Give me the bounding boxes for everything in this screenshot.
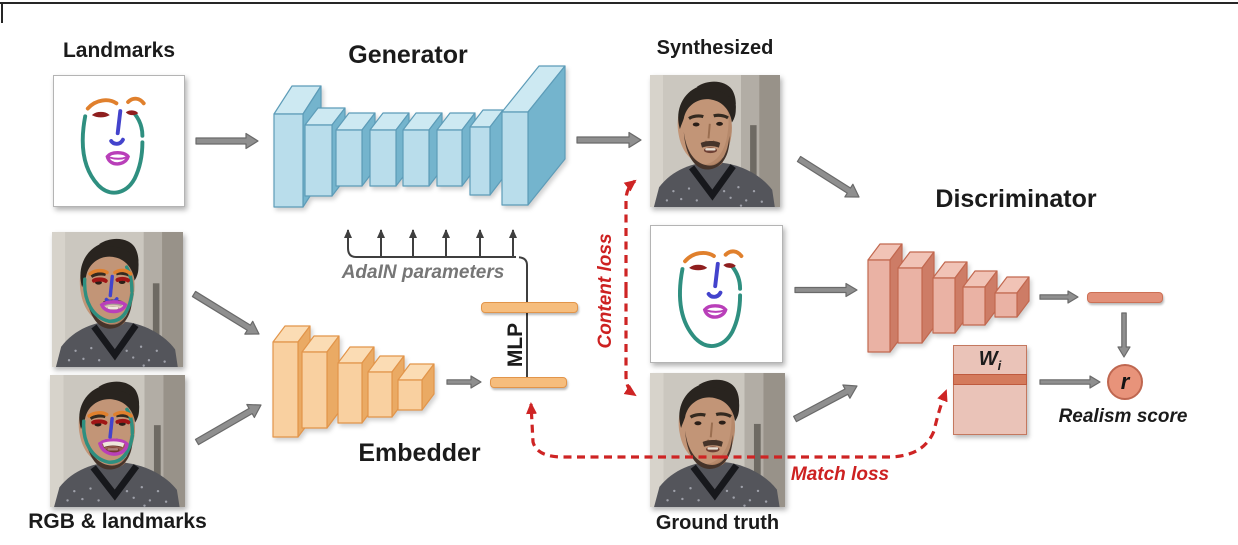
realism-score-node: r bbox=[1107, 364, 1143, 400]
embedder-label: Embedder bbox=[358, 439, 481, 467]
synthesized-label: Synthesized bbox=[656, 37, 774, 59]
r-symbol: r bbox=[1120, 369, 1130, 394]
generator-network-blocks bbox=[273, 65, 566, 208]
discriminator-network-blocks bbox=[867, 243, 1030, 353]
discriminator-label: Discriminator bbox=[935, 185, 1097, 213]
synthesized-image bbox=[650, 75, 780, 207]
content-loss-arrow-up bbox=[623, 179, 637, 290]
rgb-landmarks-label: RGB & landmarks bbox=[28, 510, 207, 533]
ground-truth-image bbox=[650, 373, 785, 507]
mlp-to-adain-line bbox=[518, 256, 528, 303]
generator-label: Generator bbox=[348, 41, 468, 69]
adain-vector-bar bbox=[481, 302, 578, 313]
projection-matrix-box: Wi bbox=[953, 345, 1027, 435]
landmarks-label: Landmarks bbox=[62, 39, 176, 62]
ground-truth-label: Ground truth bbox=[655, 512, 780, 534]
adain-parameters-label: AdaIN parameters bbox=[341, 262, 505, 283]
content-loss-label: Content loss bbox=[595, 233, 616, 349]
source-photo-1 bbox=[52, 232, 183, 367]
content-loss-arrow-down bbox=[623, 290, 637, 397]
embedder-network-blocks bbox=[272, 325, 435, 438]
discriminator-output-bar bbox=[1087, 292, 1163, 303]
realism-score-label: Realism score bbox=[1058, 406, 1188, 427]
w-i-label: Wi bbox=[978, 348, 1002, 373]
landmarks-sketch-image bbox=[53, 75, 185, 207]
matrix-column-stripe bbox=[953, 374, 1027, 385]
source-photo-2 bbox=[50, 375, 185, 507]
match-loss-label: Match loss bbox=[790, 464, 890, 485]
frame-left-line bbox=[1, 2, 3, 23]
mlp-label: MLP bbox=[504, 322, 527, 368]
frame-top-line bbox=[0, 2, 1238, 4]
target-landmarks-sketch-image bbox=[650, 225, 783, 363]
embedding-vector-bar bbox=[490, 377, 567, 388]
